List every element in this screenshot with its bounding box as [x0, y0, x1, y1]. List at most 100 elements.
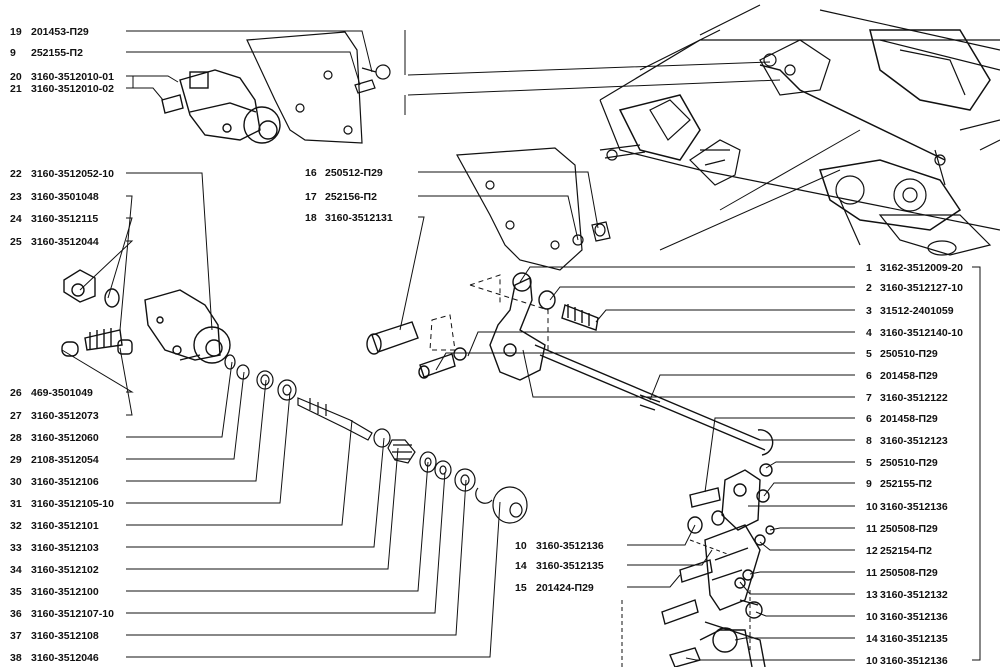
leader-line	[126, 479, 467, 636]
part-position-number: 22	[10, 168, 22, 180]
leader-line	[126, 371, 245, 460]
part-label: 17 252156-П2	[305, 191, 377, 203]
valve-assembly-bottom	[61, 269, 231, 364]
part-number-code: 2108-3512054	[31, 454, 99, 466]
part-position-number: 8	[866, 435, 872, 447]
part-number-code: 3160-3512044	[31, 236, 99, 248]
part-number-code: 469-3501049	[31, 387, 93, 399]
lever-assembly	[366, 272, 774, 456]
leader-line	[126, 379, 267, 482]
part-position-number: 17	[305, 191, 317, 203]
part-position-number: 23	[10, 191, 22, 203]
part-position-number: 34	[10, 564, 22, 576]
part-position-number: 19	[10, 26, 22, 38]
part-number-code: 3160-3512115	[31, 213, 98, 225]
part-label: 9 252155-П2	[866, 478, 932, 490]
part-number-code: 252156-П2	[325, 191, 377, 203]
part-number-code: 3160-3512010-01	[31, 71, 114, 83]
part-position-number: 25	[10, 236, 22, 248]
part-number-code: 3160-3512123	[880, 435, 948, 447]
part-number-code: 250510-П29	[880, 457, 938, 469]
part-number-code: 250512-П29	[325, 167, 383, 179]
part-number-code: 3160-3501048	[31, 191, 99, 203]
leader-line	[522, 349, 855, 398]
part-position-number: 21	[10, 83, 22, 95]
part-number-code: 201453-П29	[31, 26, 89, 38]
part-position-number: 9	[866, 478, 872, 490]
part-number-code: 31512-2401059	[880, 305, 954, 317]
part-position-number: 2	[866, 282, 872, 294]
part-label: 8 3160-3512123	[866, 435, 948, 447]
leader-line	[649, 374, 855, 401]
part-label: 37 3160-3512108	[10, 630, 99, 642]
part-position-number: 30	[10, 476, 22, 488]
leader-line	[755, 611, 855, 617]
part-position-number: 38	[10, 652, 22, 664]
part-position-number: 9	[10, 47, 16, 59]
part-label: 25 3160-3512044	[10, 236, 99, 248]
leader-line	[685, 657, 855, 661]
leader-line	[627, 574, 681, 588]
part-position-number: 10	[866, 501, 878, 513]
part-number-code: 3160-3512136	[880, 501, 948, 513]
part-position-number: 33	[10, 542, 22, 554]
leader-line	[126, 447, 399, 570]
part-number-code: 3160-3512103	[31, 542, 99, 554]
part-position-number: 3	[866, 305, 872, 317]
part-number-code: 250510-П29	[880, 348, 938, 360]
leader-line	[549, 286, 855, 301]
part-number-code: 3160-3512136	[880, 611, 948, 623]
part-position-number: 11	[866, 523, 877, 535]
leader-line	[126, 419, 353, 526]
leader-line	[435, 352, 855, 371]
exploded-drawing	[61, 4, 1000, 667]
group-bracket	[126, 75, 134, 89]
part-label: 3 31512-2401059	[866, 305, 954, 317]
leader-line	[126, 501, 501, 658]
leader-line	[126, 471, 446, 614]
part-label: 23 3160-3501048	[10, 191, 99, 203]
leader-line	[107, 217, 133, 299]
part-number-code: 252155-П2	[880, 478, 932, 490]
part-number-code: 3160-3512108	[31, 630, 99, 642]
small-parts-chain	[224, 354, 528, 524]
valve-assembly-top	[161, 69, 281, 144]
part-position-number: 12	[866, 545, 878, 557]
part-position-number: 37	[10, 630, 22, 642]
mounting-plate-top	[246, 31, 391, 144]
leader-line	[763, 482, 855, 497]
bracket-assembly	[621, 463, 775, 667]
part-position-number: 7	[866, 392, 872, 404]
leader-line	[126, 87, 164, 101]
part-position-number: 29	[10, 454, 22, 466]
leader-line	[126, 461, 429, 592]
part-position-number: 18	[305, 212, 317, 224]
part-number-code: 3160-3512101	[31, 520, 99, 532]
part-position-number: 13	[866, 589, 878, 601]
part-label: 33 3160-3512103	[10, 542, 99, 554]
leader-line	[126, 30, 373, 73]
leader-line	[126, 437, 385, 548]
part-number-code: 3160-3512102	[31, 564, 99, 576]
part-number-code: 3160-3512073	[31, 410, 99, 422]
part-position-number: 35	[10, 586, 22, 598]
